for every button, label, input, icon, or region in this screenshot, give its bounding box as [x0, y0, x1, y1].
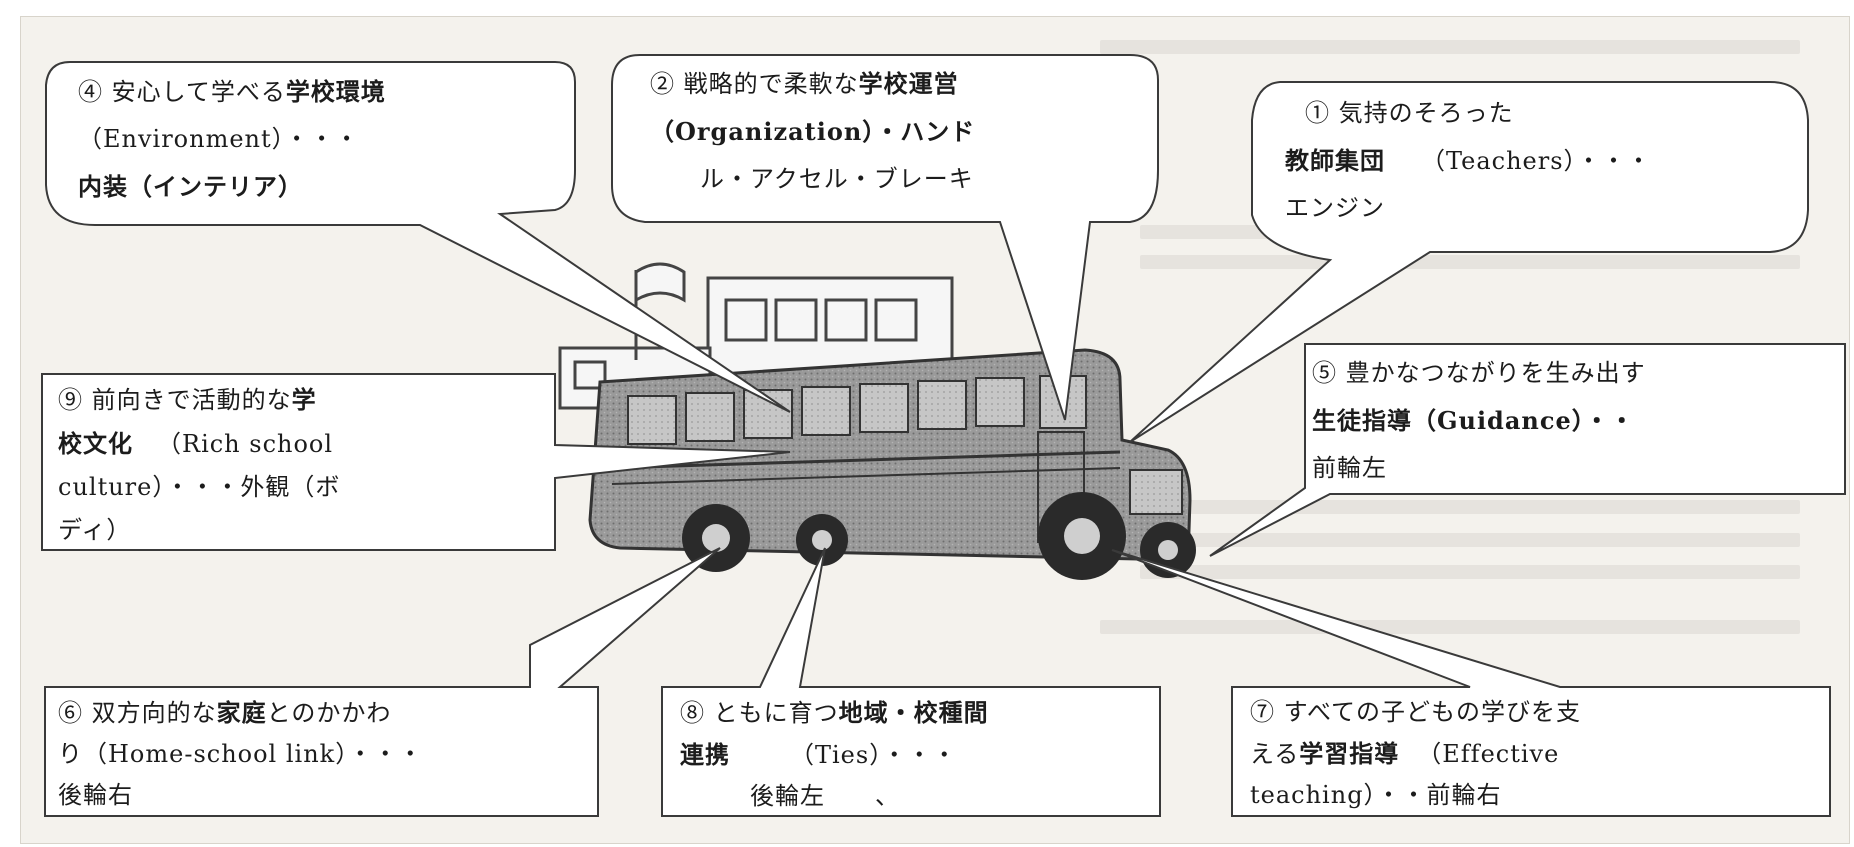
callout-2-bubble: [611, 54, 1159, 421]
callout-1-text: ① 気持のそろった 教師集団（Teachers）・・・ エンジン: [1285, 99, 1652, 222]
callout-6-text: ⑥ 双方向的な家庭とのかかわ り（Home-school link）・・・ 後輪…: [58, 698, 424, 809]
bleed-line: [1100, 620, 1800, 634]
front-wheel-icon: [1038, 492, 1126, 580]
middle-wheel-icon: [796, 514, 848, 566]
callout-shapes: [41, 54, 1846, 817]
school-bus-icon: [588, 348, 1196, 580]
callout-7-text: ⑦ すべての子どもの学びを支 える学習指導（Effective teaching…: [1250, 698, 1581, 809]
bleed-line: [1100, 40, 1800, 54]
bleed-line: [1140, 533, 1800, 547]
bleed-line: [1140, 255, 1800, 269]
callout-9-bubble: [41, 373, 791, 551]
callout-4-text: ④ 安心して学べる学校環境 （Environment）・・・ 内装（インテリア）: [78, 77, 386, 201]
bus-windows: [627, 375, 1087, 445]
callout-9-text: ⑨ 前向きで活動的な学 校文化（Rich school culture）・・・外…: [58, 385, 341, 544]
callout-1-bubble: [1129, 81, 1809, 443]
rear-wheel-icon: [682, 504, 750, 572]
bleed-line: [1140, 565, 1800, 579]
callout-8-text: ⑧ ともに育つ地域・校種間 連携（Ties）・・・ 後輪左 、: [680, 698, 989, 810]
callout-8-bubble: [661, 547, 1161, 817]
callout-4-bubble: [45, 61, 791, 413]
flag-icon: [634, 262, 686, 360]
callout-2-text: ② 戦略的で柔軟な学校運営 （Organization）・ハンド ル・アクセル・…: [650, 69, 976, 193]
callout-5-bubble: [1209, 343, 1846, 557]
callout-7-bubble: [1111, 549, 1831, 817]
callout-6-bubble: [44, 547, 721, 817]
callout-5-text: ⑤ 豊かなつながりを生み出す 生徒指導（Guidance）・・ 前輪左: [1312, 359, 1646, 482]
